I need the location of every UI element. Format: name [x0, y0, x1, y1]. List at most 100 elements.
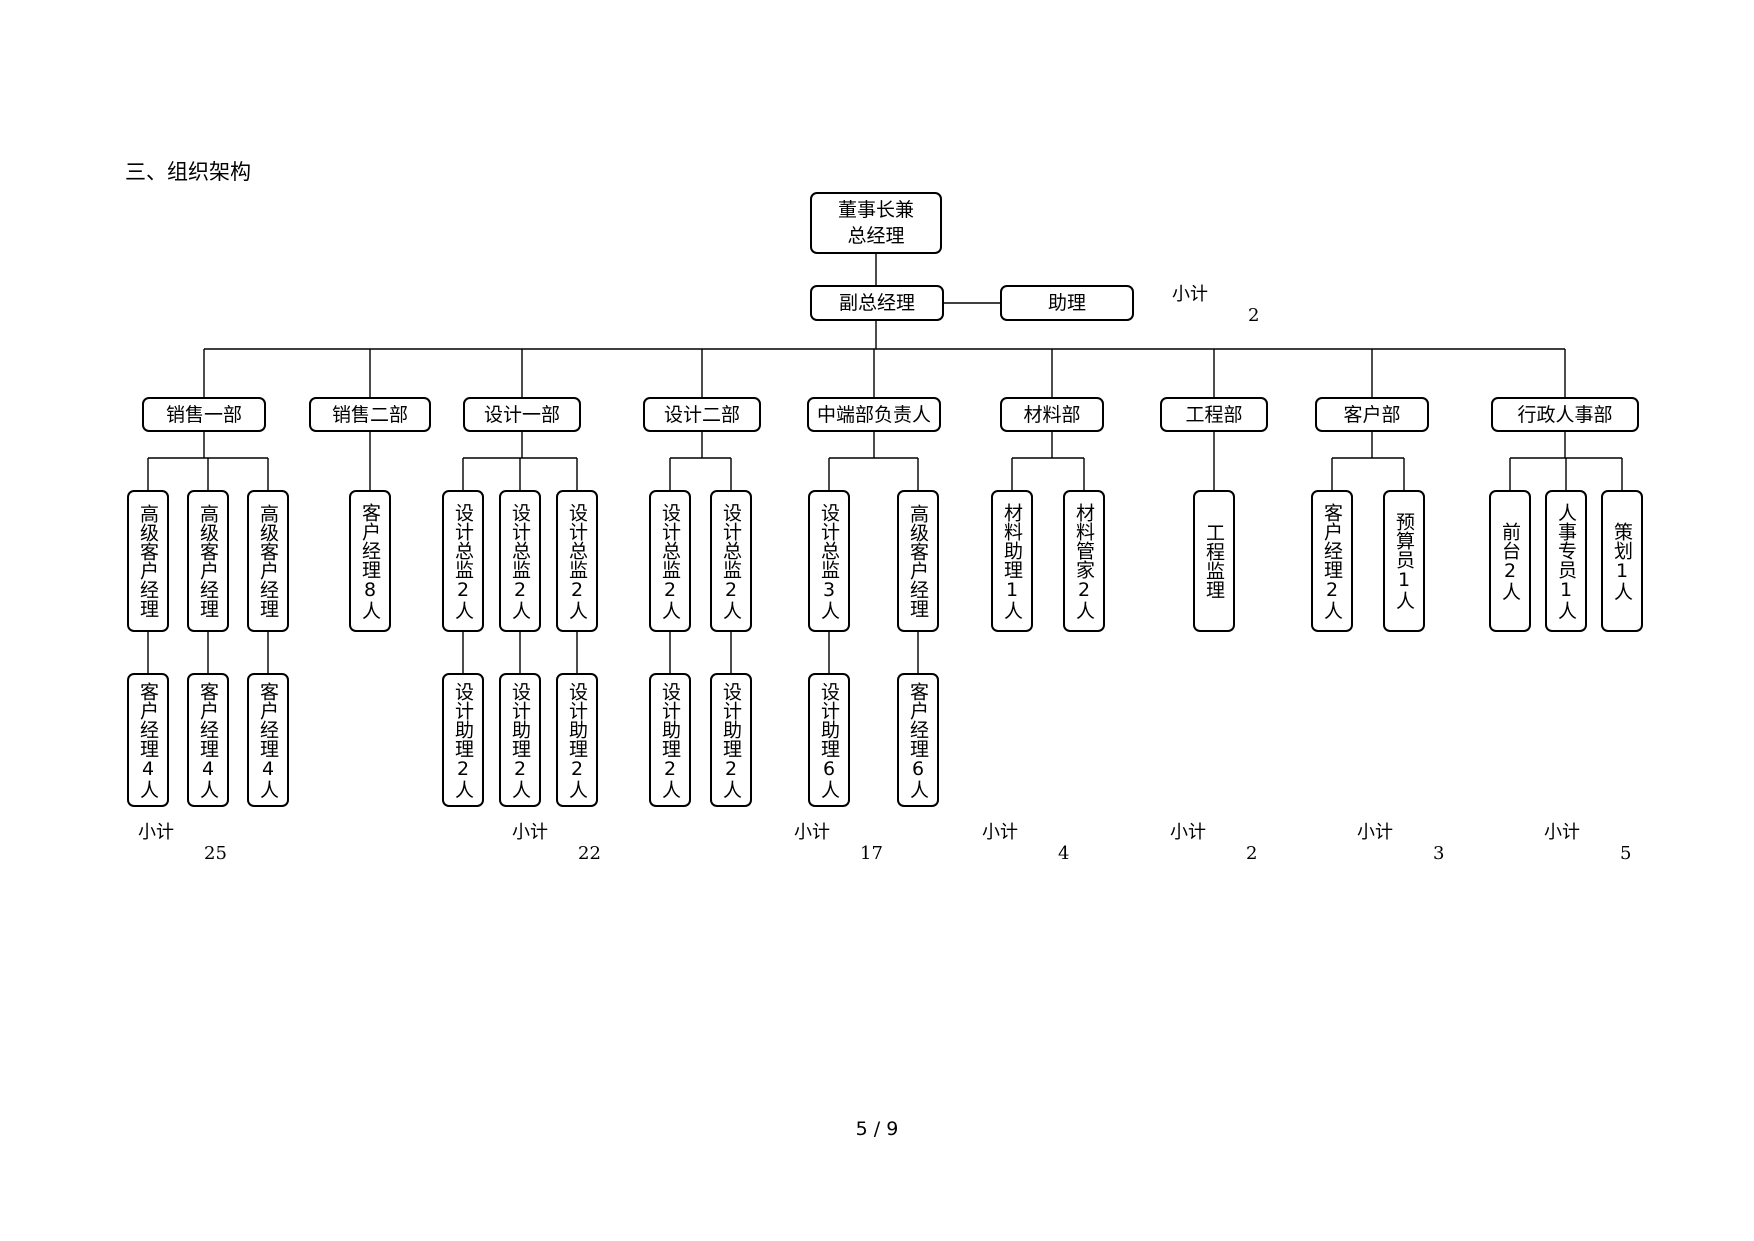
role-box-label: 工程监理 — [1203, 523, 1225, 599]
subtotal-value: 25 — [204, 843, 227, 864]
subtotal-label: 小计 — [1544, 822, 1580, 843]
role-box: 前台2人 — [1489, 490, 1531, 632]
subrole-box-label: 设计助理2人 — [566, 681, 588, 799]
role-box-label: 材料助理1人 — [1001, 502, 1023, 620]
role-box: 设计总监2人 — [649, 490, 691, 632]
subtotal-value: 4 — [1058, 843, 1070, 864]
subtotal-value: 3 — [1433, 843, 1445, 864]
subrole-box: 设计助理2人 — [649, 673, 691, 807]
department-box: 销售二部 — [309, 397, 431, 432]
subrole-box: 设计助理2人 — [710, 673, 752, 807]
vice-manager-box: 副总经理 — [810, 285, 944, 321]
chairman-box: 董事长兼 总经理 — [810, 192, 942, 254]
section-heading: 三、组织架构 — [125, 160, 251, 184]
department-box: 工程部 — [1160, 397, 1268, 432]
subrole-box: 设计助理6人 — [808, 673, 850, 807]
subtotal-label: 小计 — [138, 822, 174, 843]
department-box-label: 设计一部 — [483, 403, 560, 426]
subrole-box: 客户经理6人 — [897, 673, 939, 807]
subrole-box: 客户经理4人 — [247, 673, 289, 807]
role-box: 客户经理2人 — [1311, 490, 1353, 632]
top-subtotal-label: 小计 — [1172, 284, 1208, 305]
role-box: 设计总监2人 — [556, 490, 598, 632]
department-box-label: 销售二部 — [331, 403, 408, 426]
subrole-box-label: 设计助理2人 — [659, 681, 681, 799]
department-box: 设计二部 — [643, 397, 761, 432]
department-box-label: 客户部 — [1343, 403, 1401, 426]
vice-manager-label: 副总经理 — [838, 292, 915, 314]
role-box: 高级客户经理 — [187, 490, 229, 632]
department-box-label: 销售一部 — [165, 403, 242, 426]
assistant-label: 助理 — [1047, 292, 1086, 314]
subtotal-label: 小计 — [1170, 822, 1206, 843]
role-box: 高级客户经理 — [127, 490, 169, 632]
subrole-box-label: 设计助理2人 — [452, 681, 474, 799]
assistant-box: 助理 — [1000, 285, 1134, 321]
subrole-box: 设计助理2人 — [442, 673, 484, 807]
role-box-label: 高级客户经理 — [257, 504, 279, 618]
top-subtotal-value: 2 — [1248, 305, 1260, 326]
role-box-label: 前台2人 — [1499, 521, 1521, 601]
subrole-box: 客户经理4人 — [127, 673, 169, 807]
role-box-label: 预算员1人 — [1393, 512, 1415, 610]
role-box-label: 设计总监2人 — [720, 502, 742, 620]
department-box-label: 行政人事部 — [1517, 403, 1613, 426]
subtotal-label: 小计 — [1357, 822, 1393, 843]
role-box-label: 人事专员1人 — [1555, 502, 1577, 620]
subrole-box-label: 客户经理6人 — [907, 681, 929, 799]
subtotal-label: 小计 — [794, 822, 830, 843]
role-box: 设计总监2人 — [442, 490, 484, 632]
department-box-label: 材料部 — [1023, 403, 1081, 426]
role-box-label: 设计总监2人 — [566, 502, 588, 620]
page-indicator: 5 / 9 — [855, 1118, 899, 1140]
chairman-label: 董事长兼 总经理 — [837, 199, 914, 247]
department-box: 设计一部 — [463, 397, 581, 432]
role-box-label: 客户经理2人 — [1321, 502, 1343, 620]
role-box-label: 材料管家2人 — [1073, 502, 1095, 620]
role-box-label: 设计总监2人 — [659, 502, 681, 620]
subrole-box-label: 客户经理4人 — [137, 681, 159, 799]
subrole-box-label: 客户经理4人 — [257, 681, 279, 799]
role-box-label: 设计总监2人 — [509, 502, 531, 620]
role-box-label: 高级客户经理 — [137, 504, 159, 618]
subtotal-value: 5 — [1620, 843, 1632, 864]
role-box-label: 策划1人 — [1611, 521, 1633, 601]
department-box: 行政人事部 — [1491, 397, 1639, 432]
subrole-box-label: 设计助理2人 — [720, 681, 742, 799]
role-box: 设计总监2人 — [710, 490, 752, 632]
subrole-box: 设计助理2人 — [556, 673, 598, 807]
role-box-label: 高级客户经理 — [197, 504, 219, 618]
subrole-box-label: 客户经理4人 — [197, 681, 219, 799]
role-box-label: 设计总监2人 — [452, 502, 474, 620]
subrole-box: 客户经理4人 — [187, 673, 229, 807]
subtotal-value: 17 — [860, 843, 883, 864]
role-box: 材料助理1人 — [991, 490, 1033, 632]
subtotal-label: 小计 — [982, 822, 1018, 843]
role-box: 材料管家2人 — [1063, 490, 1105, 632]
role-box: 预算员1人 — [1383, 490, 1425, 632]
role-box: 人事专员1人 — [1545, 490, 1587, 632]
role-box: 策划1人 — [1601, 490, 1643, 632]
subtotal-value: 2 — [1246, 843, 1258, 864]
role-box: 客户经理8人 — [349, 490, 391, 632]
department-box: 中端部负责人 — [807, 397, 941, 432]
subrole-box-label: 设计助理6人 — [818, 681, 840, 799]
subrole-box: 设计助理2人 — [499, 673, 541, 807]
role-box: 工程监理 — [1193, 490, 1235, 632]
subrole-box-label: 设计助理2人 — [509, 681, 531, 799]
role-box: 高级客户经理 — [897, 490, 939, 632]
subtotal-label: 小计 — [512, 822, 548, 843]
role-box-label: 高级客户经理 — [907, 504, 929, 618]
role-box: 设计总监3人 — [808, 490, 850, 632]
department-box-label: 中端部负责人 — [816, 403, 931, 426]
department-box-label: 设计二部 — [663, 403, 740, 426]
role-box: 高级客户经理 — [247, 490, 289, 632]
role-box: 设计总监2人 — [499, 490, 541, 632]
role-box-label: 客户经理8人 — [359, 502, 381, 620]
department-box: 客户部 — [1315, 397, 1429, 432]
department-box-label: 工程部 — [1185, 403, 1243, 426]
department-box: 材料部 — [1000, 397, 1104, 432]
department-box: 销售一部 — [142, 397, 266, 432]
